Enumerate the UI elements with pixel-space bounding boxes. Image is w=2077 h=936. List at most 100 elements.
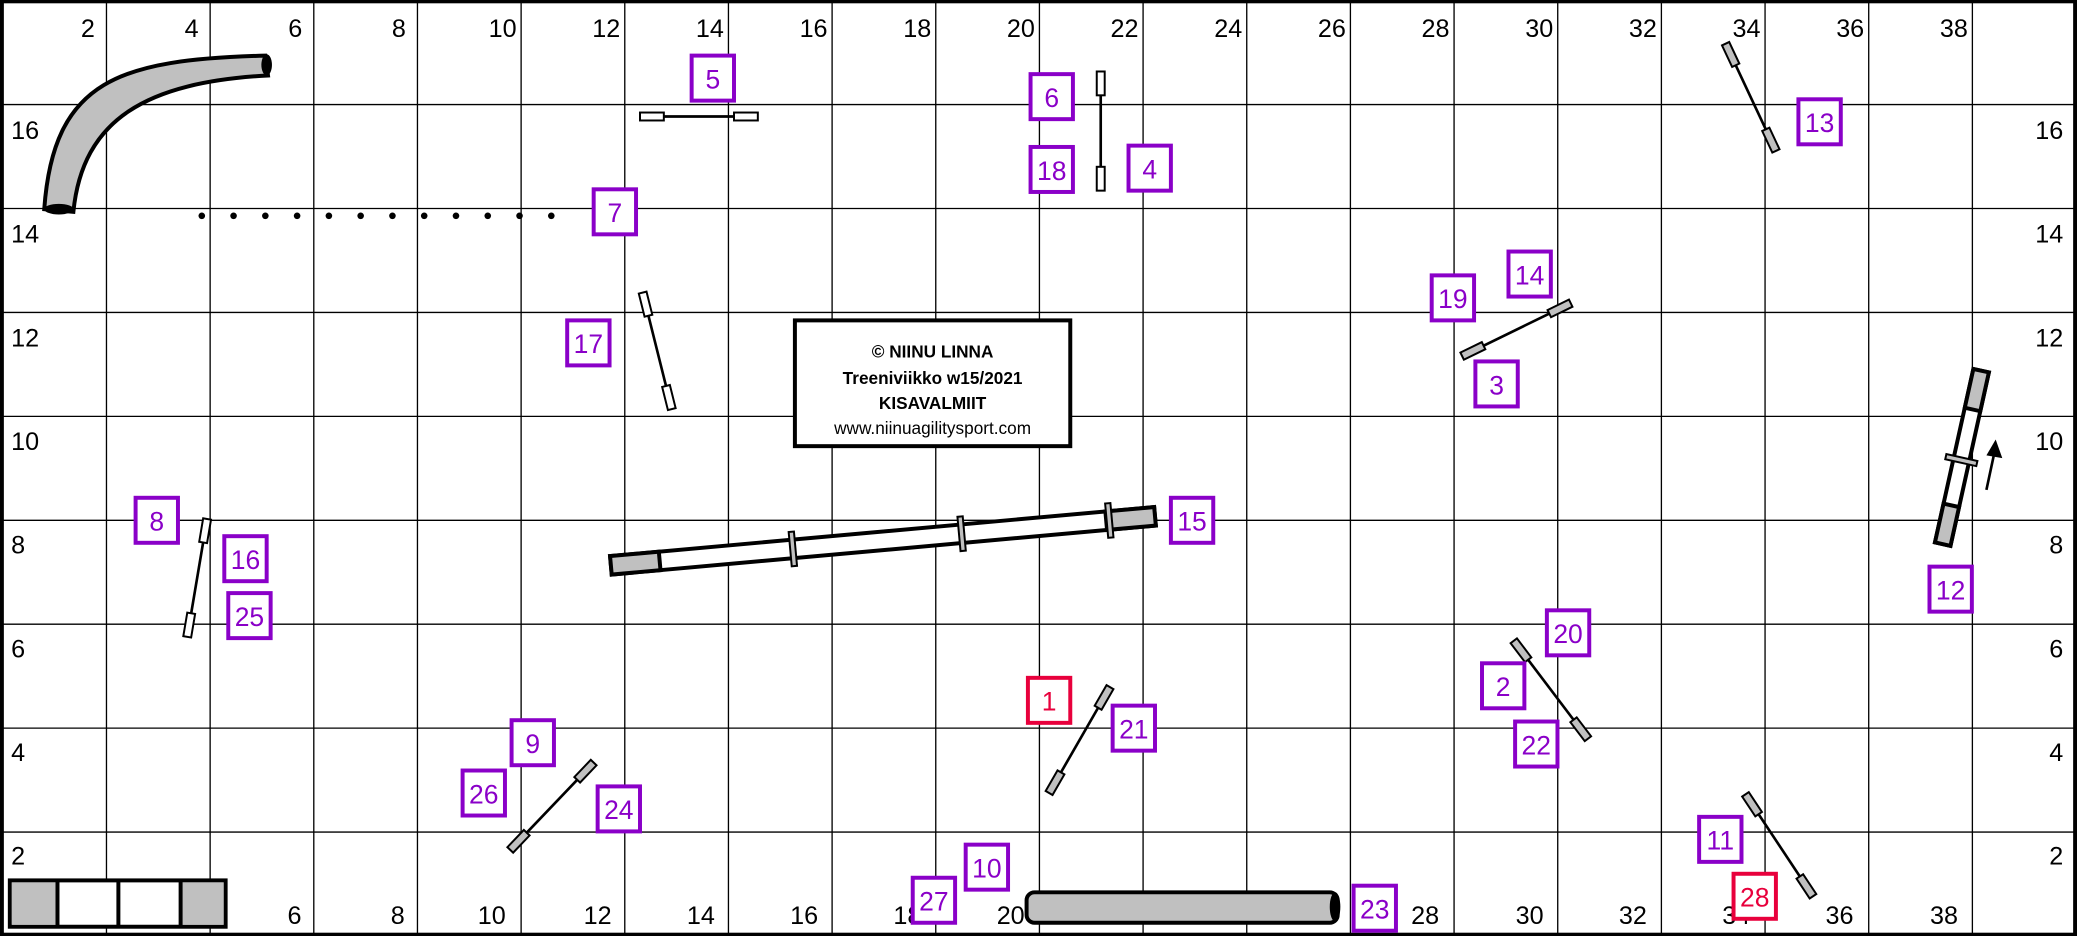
obstacle-number-25: 25	[226, 591, 273, 641]
hurdle-jump	[182, 517, 213, 639]
x-axis-top-label: 34	[1733, 15, 1761, 43]
jump-wing	[1740, 790, 1764, 818]
jump-wing	[637, 290, 654, 318]
equipment	[7, 40, 2003, 929]
x-axis-bottom-label: 36	[1825, 902, 1853, 930]
weave-pole	[547, 212, 555, 220]
obstacle-number-7: 7	[591, 187, 639, 237]
x-axis-bottom-label: 16	[790, 902, 818, 930]
x-axis-bottom-label: 12	[584, 902, 612, 930]
number-box	[509, 718, 556, 768]
obstacle-number-11: 11	[1697, 814, 1744, 864]
hurdle-jump	[1740, 790, 1818, 900]
number-label: 1	[1042, 687, 1057, 717]
x-axis-bottom-label: 10	[478, 902, 506, 930]
jump-wing	[1459, 340, 1487, 362]
plank-support	[1944, 452, 1979, 468]
number-box	[1028, 144, 1075, 194]
table-end	[11, 882, 57, 925]
number-label: 28	[1740, 883, 1769, 913]
number-box	[910, 875, 958, 925]
hurdle-jump	[1509, 636, 1593, 743]
obstacle-number-19: 19	[1429, 273, 1477, 323]
obstacle-number-3: 3	[1473, 359, 1520, 409]
weave-pole	[420, 212, 428, 220]
x-axis-bottom-label: 20	[997, 902, 1025, 930]
tunnel-opening	[44, 203, 74, 215]
tunnel-opening	[261, 54, 272, 76]
number-label: 2	[1496, 672, 1511, 702]
obstacle-number-13: 13	[1796, 97, 1843, 147]
number-box	[1480, 661, 1527, 711]
y-axis-right-label: 16	[2035, 117, 2063, 145]
hurdle-jump	[637, 290, 677, 412]
number-label: 13	[1805, 108, 1834, 138]
x-axis-top-label: 6	[288, 15, 302, 43]
weave-pole	[484, 212, 492, 220]
jump-wing	[733, 111, 759, 122]
y-axis-left-label: 6	[11, 635, 25, 663]
number-box	[591, 187, 639, 237]
y-axis-left-label: 12	[11, 324, 39, 352]
number-label: 23	[1360, 895, 1389, 925]
number-box	[1731, 871, 1778, 921]
weave-pole	[357, 212, 364, 220]
number-box	[595, 784, 642, 834]
number-label: 27	[919, 887, 948, 917]
number-label: 26	[469, 779, 498, 809]
number-label: 9	[525, 729, 540, 759]
number-box	[226, 591, 273, 641]
x-axis-top-label: 36	[1836, 15, 1864, 43]
plank-support	[787, 530, 799, 568]
jump-wing	[660, 383, 677, 412]
number-label: 17	[574, 329, 603, 359]
number-box	[1473, 359, 1520, 409]
x-axis-top-label: 28	[1422, 15, 1450, 43]
obstacle-number-28: 28	[1731, 871, 1778, 921]
jump-wing	[1509, 636, 1533, 664]
obstacle-number-4: 4	[1126, 143, 1173, 193]
obstacle-number-6: 6	[1028, 72, 1075, 122]
jump-wing	[1044, 769, 1066, 797]
x-axis-top-label: 26	[1318, 15, 1346, 43]
x-axis-bottom-label: 14	[687, 902, 715, 930]
hurdle-jump	[1044, 683, 1115, 797]
obstacle-number-14: 14	[1506, 249, 1553, 299]
tunnel-opening	[1329, 892, 1341, 922]
x-axis-top-label: 18	[903, 15, 931, 43]
y-axis-left-label: 2	[11, 843, 25, 871]
obstacle-number-1: 1	[1025, 675, 1073, 725]
weave-pole	[389, 212, 396, 220]
number-box	[1697, 814, 1744, 864]
y-axis-left-label: 16	[11, 117, 39, 145]
number-box	[1429, 273, 1477, 323]
obstacle-number-12: 12	[1927, 564, 1974, 614]
weave-pole	[325, 212, 333, 220]
number-box	[1796, 97, 1843, 147]
x-axis-bottom-label: 30	[1516, 902, 1544, 930]
number-label: 5	[705, 64, 720, 94]
plank-support	[1104, 501, 1115, 539]
obstacle-number-16: 16	[222, 534, 269, 584]
number-box	[1544, 608, 1592, 658]
x-axis-top-label: 38	[1940, 15, 1968, 43]
x-axis-top-label: 30	[1525, 15, 1553, 43]
direction-arrow	[1985, 452, 1996, 491]
obstacle-number-5: 5	[689, 53, 736, 103]
jump-wing	[1095, 165, 1106, 192]
x-axis-bottom-label: 38	[1930, 902, 1958, 930]
hurdle-jump	[1095, 70, 1106, 192]
x-axis-top-label: 4	[185, 15, 199, 43]
jump-wing	[1093, 683, 1115, 712]
obstacle-number-26: 26	[460, 768, 507, 818]
table-end	[180, 882, 224, 925]
number-label: 21	[1119, 714, 1148, 744]
x-axis-bottom-label: 6	[287, 902, 301, 930]
number-label: 15	[1177, 507, 1206, 537]
number-label: 7	[607, 198, 622, 228]
number-box	[565, 318, 612, 368]
